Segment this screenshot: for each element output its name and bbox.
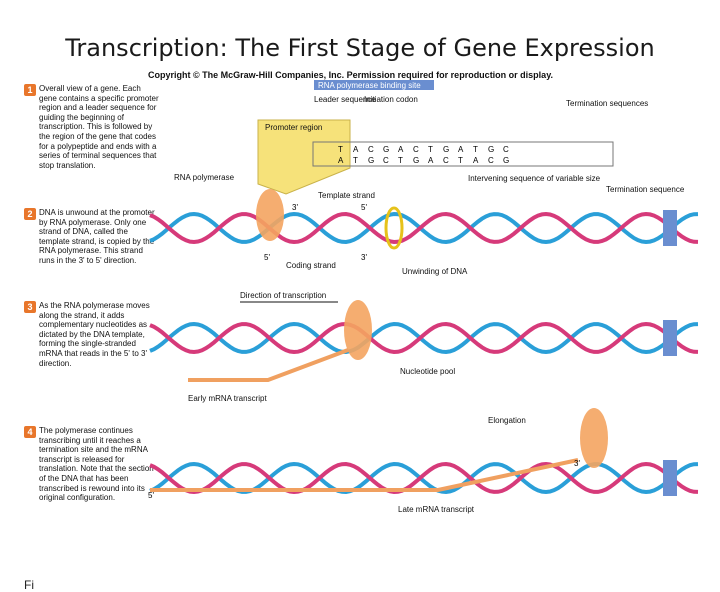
base-letter: C	[413, 145, 419, 154]
early-mrna-label: Early mRNA transcript	[188, 394, 267, 403]
base-letter: T	[353, 156, 358, 165]
slide-title: Transcription: The First Stage of Gene E…	[65, 34, 655, 62]
rna-polymerase-label: RNA polymerase	[174, 173, 235, 182]
p2-5prime: 5'	[361, 203, 367, 212]
termination-sequences-label: Termination sequences	[566, 99, 648, 108]
base-letter: C	[368, 145, 374, 154]
transcription-figure: Copyright © The McGraw-Hill Companies, I…	[18, 68, 702, 592]
base-letter: C	[383, 156, 389, 165]
polymerase-4	[580, 408, 608, 468]
base-letter: T	[428, 145, 433, 154]
base-letter: T	[458, 156, 463, 165]
dna-strand	[149, 211, 699, 245]
polymerase-2	[256, 189, 284, 241]
step-3-badge: 3	[24, 301, 36, 313]
late-mrna-strand	[150, 458, 579, 492]
promoter-label: Promoter region	[265, 123, 322, 132]
dna-strand	[149, 321, 699, 355]
dna-strand	[149, 321, 699, 355]
termination-marker	[663, 460, 677, 496]
diagram-svg: RNA polymerase binding site Leader seque…	[148, 80, 699, 514]
p2-5prime-b: 5'	[264, 253, 270, 262]
base-letter: T	[338, 145, 343, 154]
step-4-description: The polymerase continues transcribing un…	[39, 426, 154, 503]
leader-label: Leader sequence	[314, 95, 376, 104]
binding-site-bar	[314, 80, 434, 90]
base-letter: A	[353, 145, 359, 154]
dna-strand	[149, 211, 699, 245]
template-strand-label: Template strand	[318, 191, 375, 200]
termination-sequence-label: Termination sequence	[606, 185, 685, 194]
initiation-label: Initiation codon	[364, 95, 418, 104]
coding-strand-label: Coding strand	[286, 261, 336, 270]
elongation-label: Elongation	[488, 416, 526, 425]
polymerase-3	[344, 300, 372, 360]
intervening-label: Intervening sequence of variable size	[468, 174, 601, 183]
dna-helices	[149, 210, 699, 496]
step-4-badge: 4	[24, 426, 36, 438]
step-1-description: Overall view of a gene. Each gene contai…	[39, 84, 159, 170]
p2-3prime: 3'	[292, 203, 298, 212]
p4-3prime: 3'	[574, 459, 580, 468]
unwinding-ring	[384, 206, 404, 250]
termination-marker	[663, 210, 677, 246]
p4-5prime: 5'	[148, 491, 154, 500]
base-letter: G	[443, 145, 449, 154]
step-1-badge: 1	[24, 84, 36, 96]
base-letter: G	[383, 145, 389, 154]
dna-strand	[149, 461, 699, 495]
termination-marker	[663, 320, 677, 356]
step-2-description: DNA is unwound at the promoter by RNA po…	[39, 208, 155, 265]
base-letter: A	[428, 156, 434, 165]
base-letter: A	[398, 145, 404, 154]
promoter-region-shape	[257, 119, 351, 195]
base-letter: A	[338, 156, 344, 165]
base-letter: A	[473, 156, 479, 165]
base-letter: T	[398, 156, 403, 165]
base-letter: G	[488, 145, 494, 154]
copyright-notice: Copyright © The McGraw-Hill Companies, I…	[148, 70, 554, 80]
early-mrna-strand	[188, 348, 349, 382]
base-letter: T	[473, 145, 478, 154]
late-mrna-label: Late mRNA transcript	[398, 505, 475, 514]
base-letter: C	[443, 156, 449, 165]
base-letter: C	[503, 145, 509, 154]
direction-label: Direction of transcription	[240, 291, 326, 300]
base-letter: A	[458, 145, 464, 154]
p2-3prime-b: 3'	[361, 253, 367, 262]
step-3-description: As the RNA polymerase moves along the st…	[39, 301, 150, 368]
step-2-badge: 2	[24, 208, 36, 220]
nucleotide-pool-label: Nucleotide pool	[400, 367, 455, 376]
base-letter: C	[488, 156, 494, 165]
binding-site-label: RNA polymerase binding site	[318, 81, 421, 90]
figure-footnote: Fi	[24, 578, 34, 592]
unwinding-label: Unwinding of DNA	[402, 267, 468, 276]
base-grid	[312, 141, 614, 167]
base-letter: G	[503, 156, 509, 165]
base-letter: G	[413, 156, 419, 165]
base-letter: G	[368, 156, 374, 165]
